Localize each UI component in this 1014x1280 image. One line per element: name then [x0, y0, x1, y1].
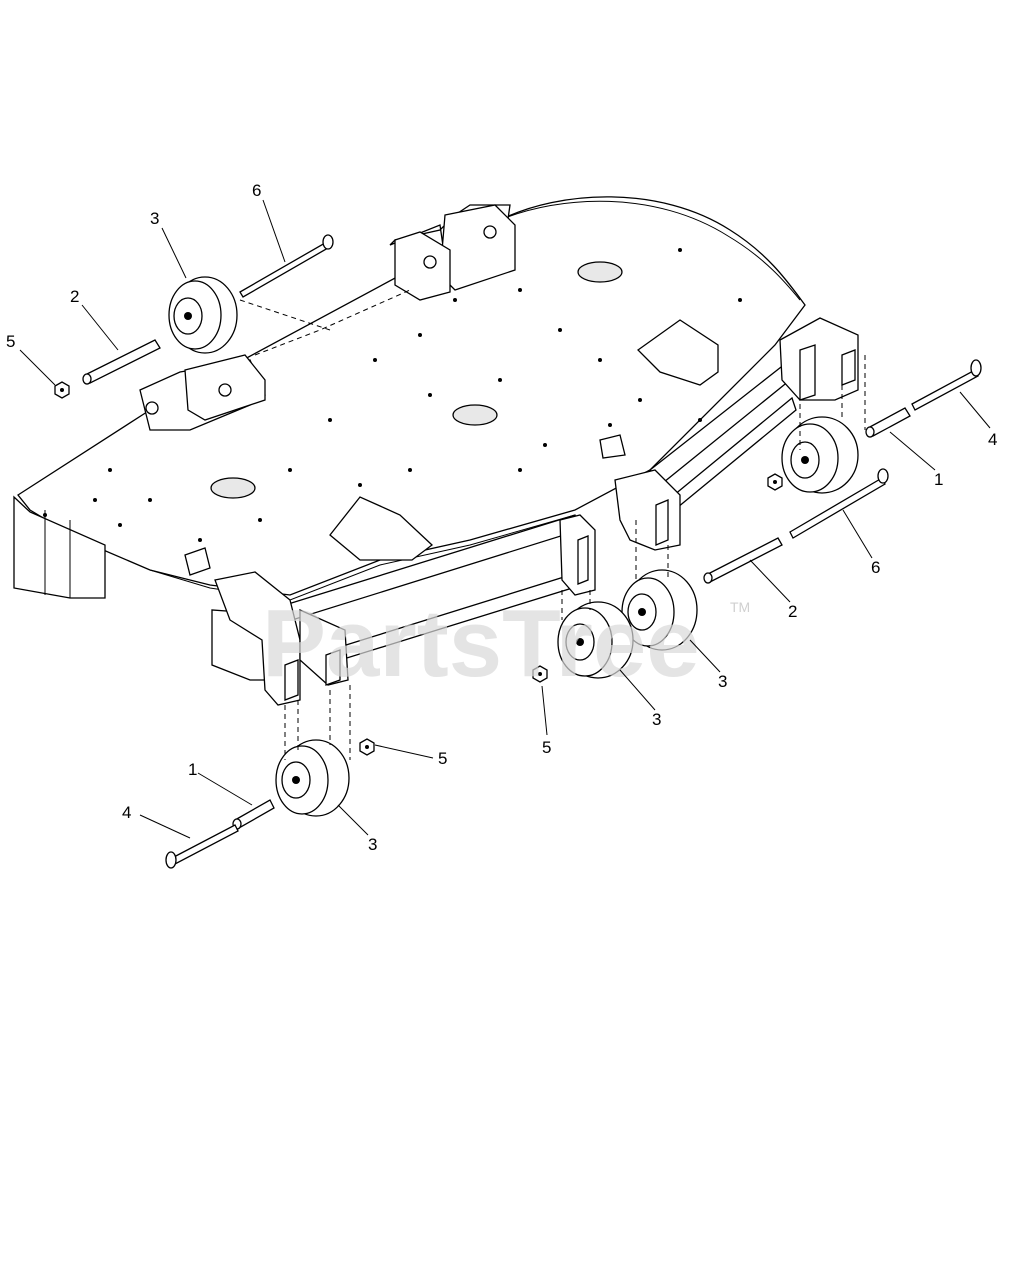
callout-wheel-3: 3: [368, 835, 377, 854]
wheel-front-right-upper: [621, 569, 698, 651]
mower-deck: [13, 196, 859, 706]
callout-wheel-3: 3: [150, 209, 159, 228]
hardware: [54, 234, 982, 869]
leader-lines: [19, 199, 991, 839]
callouts: 3 6 2 5 4 1 6 2 3 3 5 5 1 4 3: [6, 181, 997, 854]
callout-spacer-2: 2: [788, 602, 797, 621]
callout-nut-5: 5: [438, 749, 447, 768]
assembly-lines: [239, 289, 866, 760]
watermark: PartsTree TM: [262, 590, 750, 697]
deck-holes: [43, 248, 742, 542]
wheel-right: [781, 416, 859, 494]
callout-wheel-3: 3: [652, 710, 661, 729]
wheel-front-left: [275, 739, 350, 817]
callout-wheel-3: 3: [718, 672, 727, 691]
callout-spacer-1: 1: [934, 470, 943, 489]
callout-bolt-6: 6: [871, 558, 880, 577]
watermark-trademark: TM: [730, 599, 750, 615]
callout-spacer-1: 1: [188, 760, 197, 779]
callout-bolt-4: 4: [988, 430, 997, 449]
wheel-front-center: [557, 601, 634, 679]
callout-nut-5: 5: [6, 332, 15, 351]
callout-bolt-6: 6: [252, 181, 261, 200]
callout-bolt-4: 4: [122, 803, 131, 822]
wheel-rear-left: [168, 276, 238, 354]
callout-spacer-2: 2: [70, 287, 79, 306]
watermark-text: PartsTree: [262, 590, 700, 697]
callout-nut-5: 5: [542, 738, 551, 757]
